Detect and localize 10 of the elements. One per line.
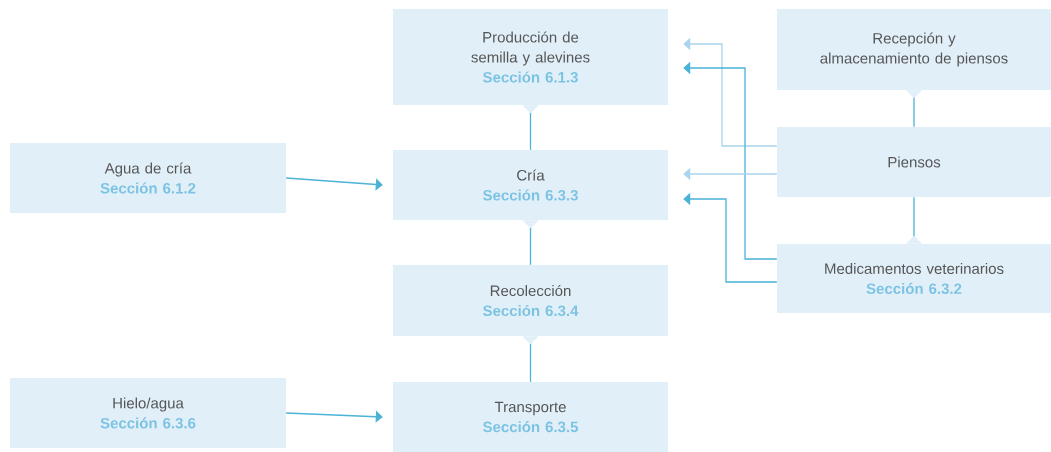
process-box: Recepción y almacenamiento de piensos [777,9,1051,90]
process-box: Transporte Sección 6.3.5 [393,382,668,452]
process-box: Recolección Sección 6.3.4 [393,265,668,336]
process-box: Hielo/agua Sección 6.3.6 [10,378,286,448]
process-box: Producción de semilla y alevines Sección 6.1.3 [393,9,668,105]
process-box: Agua de cría Sección 6.1.2 [10,143,286,213]
process-box: Cría Sección 6.3.3 [393,150,668,220]
process-box: Piensos [777,127,1051,197]
arrow [285,410,383,423]
process-box: Medicamentos veterinarios Sección 6.3.2 [777,244,1051,313]
